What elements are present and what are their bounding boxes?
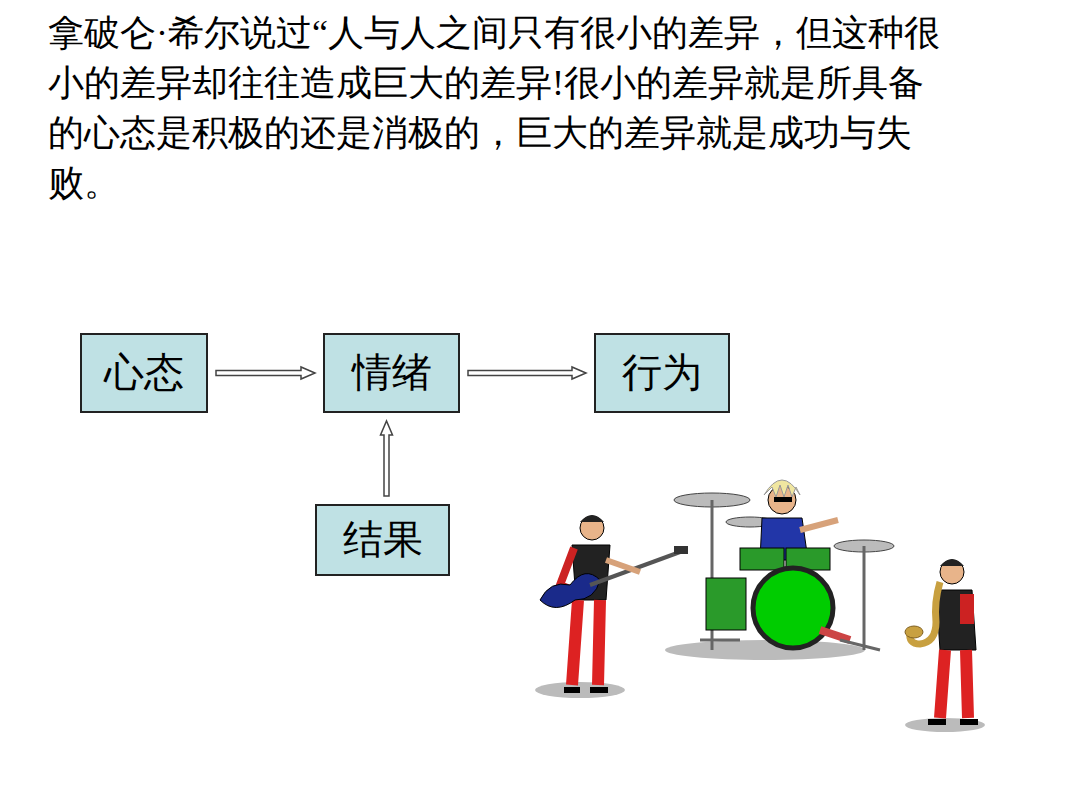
process-box: 心态 [80,333,208,413]
process-box: 结果 [315,504,450,576]
box-label: 结果 [343,518,423,562]
hollow-arrow [216,367,315,379]
drum-kit [665,480,894,660]
box-label: 行为 [622,351,702,395]
hollow-arrow [468,367,586,379]
box-label: 情绪 [352,351,432,395]
process-box: 情绪 [323,333,460,413]
box-label: 心态 [104,351,184,395]
hollow-arrow [381,421,393,496]
guitarist [535,515,688,698]
process-box: 行为 [594,333,730,413]
quote-text: 拿破仑·希尔说过“人与人之间只有很小的差异，但这种很小的差异却往往造成巨大的差异… [48,8,948,208]
saxophonist [905,559,985,732]
